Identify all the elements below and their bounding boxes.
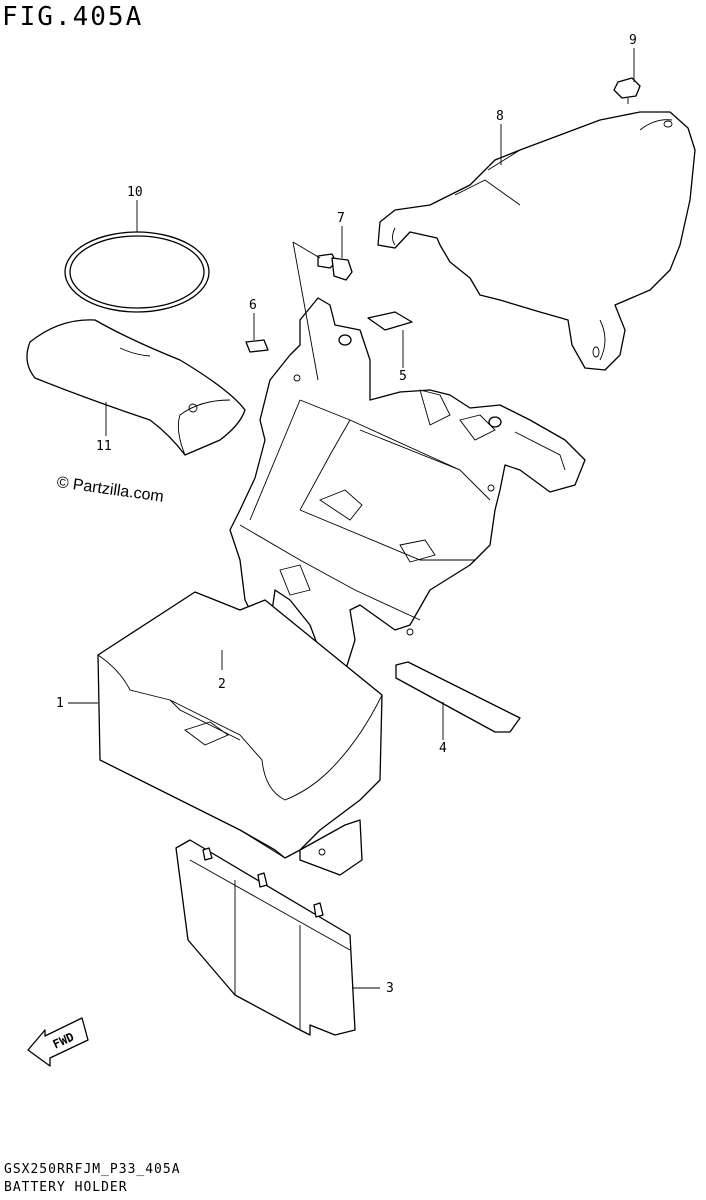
leader-lines <box>68 48 635 989</box>
leader-7-ref-b <box>292 241 321 259</box>
battery-tray <box>229 297 586 673</box>
part-1-case <box>97 591 383 876</box>
part-4-strip <box>395 661 521 733</box>
callout-8: 8 <box>496 109 504 124</box>
part-6-pad <box>245 339 269 353</box>
part-9-bolt <box>613 77 641 104</box>
part-10-band <box>64 231 210 313</box>
fwd-arrow: FWD <box>27 1017 89 1067</box>
callout-9: 9 <box>629 33 637 48</box>
callout-5: 5 <box>399 369 407 384</box>
callout-10: 10 <box>127 185 143 200</box>
callout-11: 11 <box>96 439 112 454</box>
callout-1: 1 <box>56 696 64 711</box>
part-8-cover <box>377 111 696 371</box>
callout-3: 3 <box>386 981 394 996</box>
footer-name: BATTERY HOLDER <box>4 1180 128 1195</box>
part-5-pad <box>367 311 413 331</box>
callout-4: 4 <box>439 741 447 756</box>
footer-code: GSX250RRFJM_P33_405A <box>4 1162 181 1177</box>
part-7-bolt <box>317 253 353 281</box>
callout-6: 6 <box>249 298 257 313</box>
part-3-plate <box>175 839 356 1036</box>
leader-7-ref-a <box>292 241 319 381</box>
callout-2: 2 <box>218 677 226 692</box>
part-11-pad <box>26 319 246 456</box>
figure-title: FIG.405A <box>2 2 144 32</box>
callout-7: 7 <box>337 211 345 226</box>
